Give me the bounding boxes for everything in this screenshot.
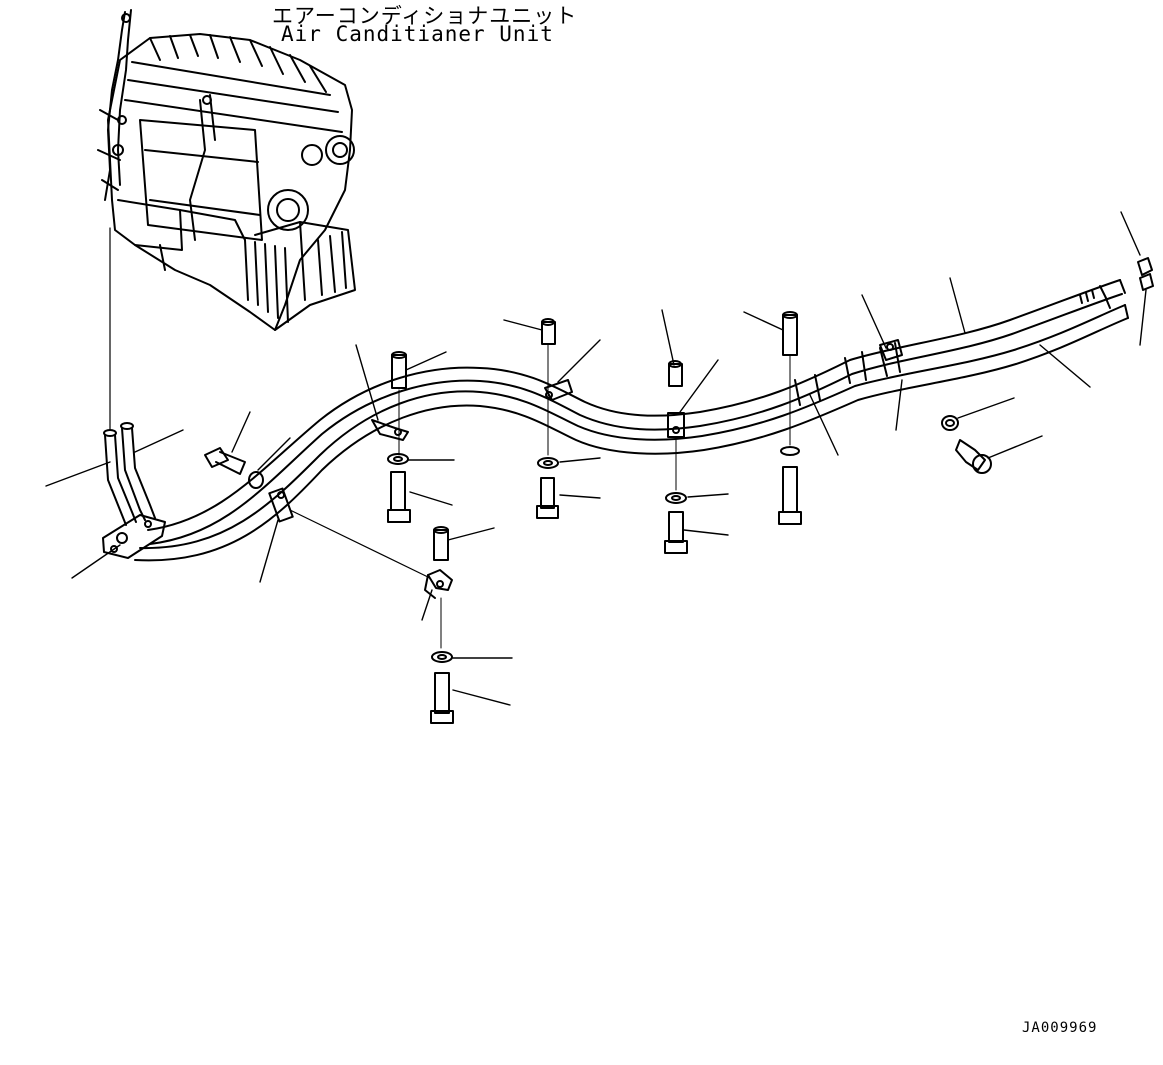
leader-lines [45, 211, 1147, 706]
air-conditioner-unit [97, 9, 356, 331]
diagram-title-japanese: エアーコンディショナユニット [272, 4, 578, 28]
pipe-clamps [268, 339, 903, 599]
diagram-title-english: Air Canditianer Unit [281, 22, 554, 46]
heater-hose-assembly [102, 279, 1129, 562]
spacer-bolt-stacks [204, 257, 1154, 724]
figure-code: JA009969 [1022, 1020, 1098, 1036]
